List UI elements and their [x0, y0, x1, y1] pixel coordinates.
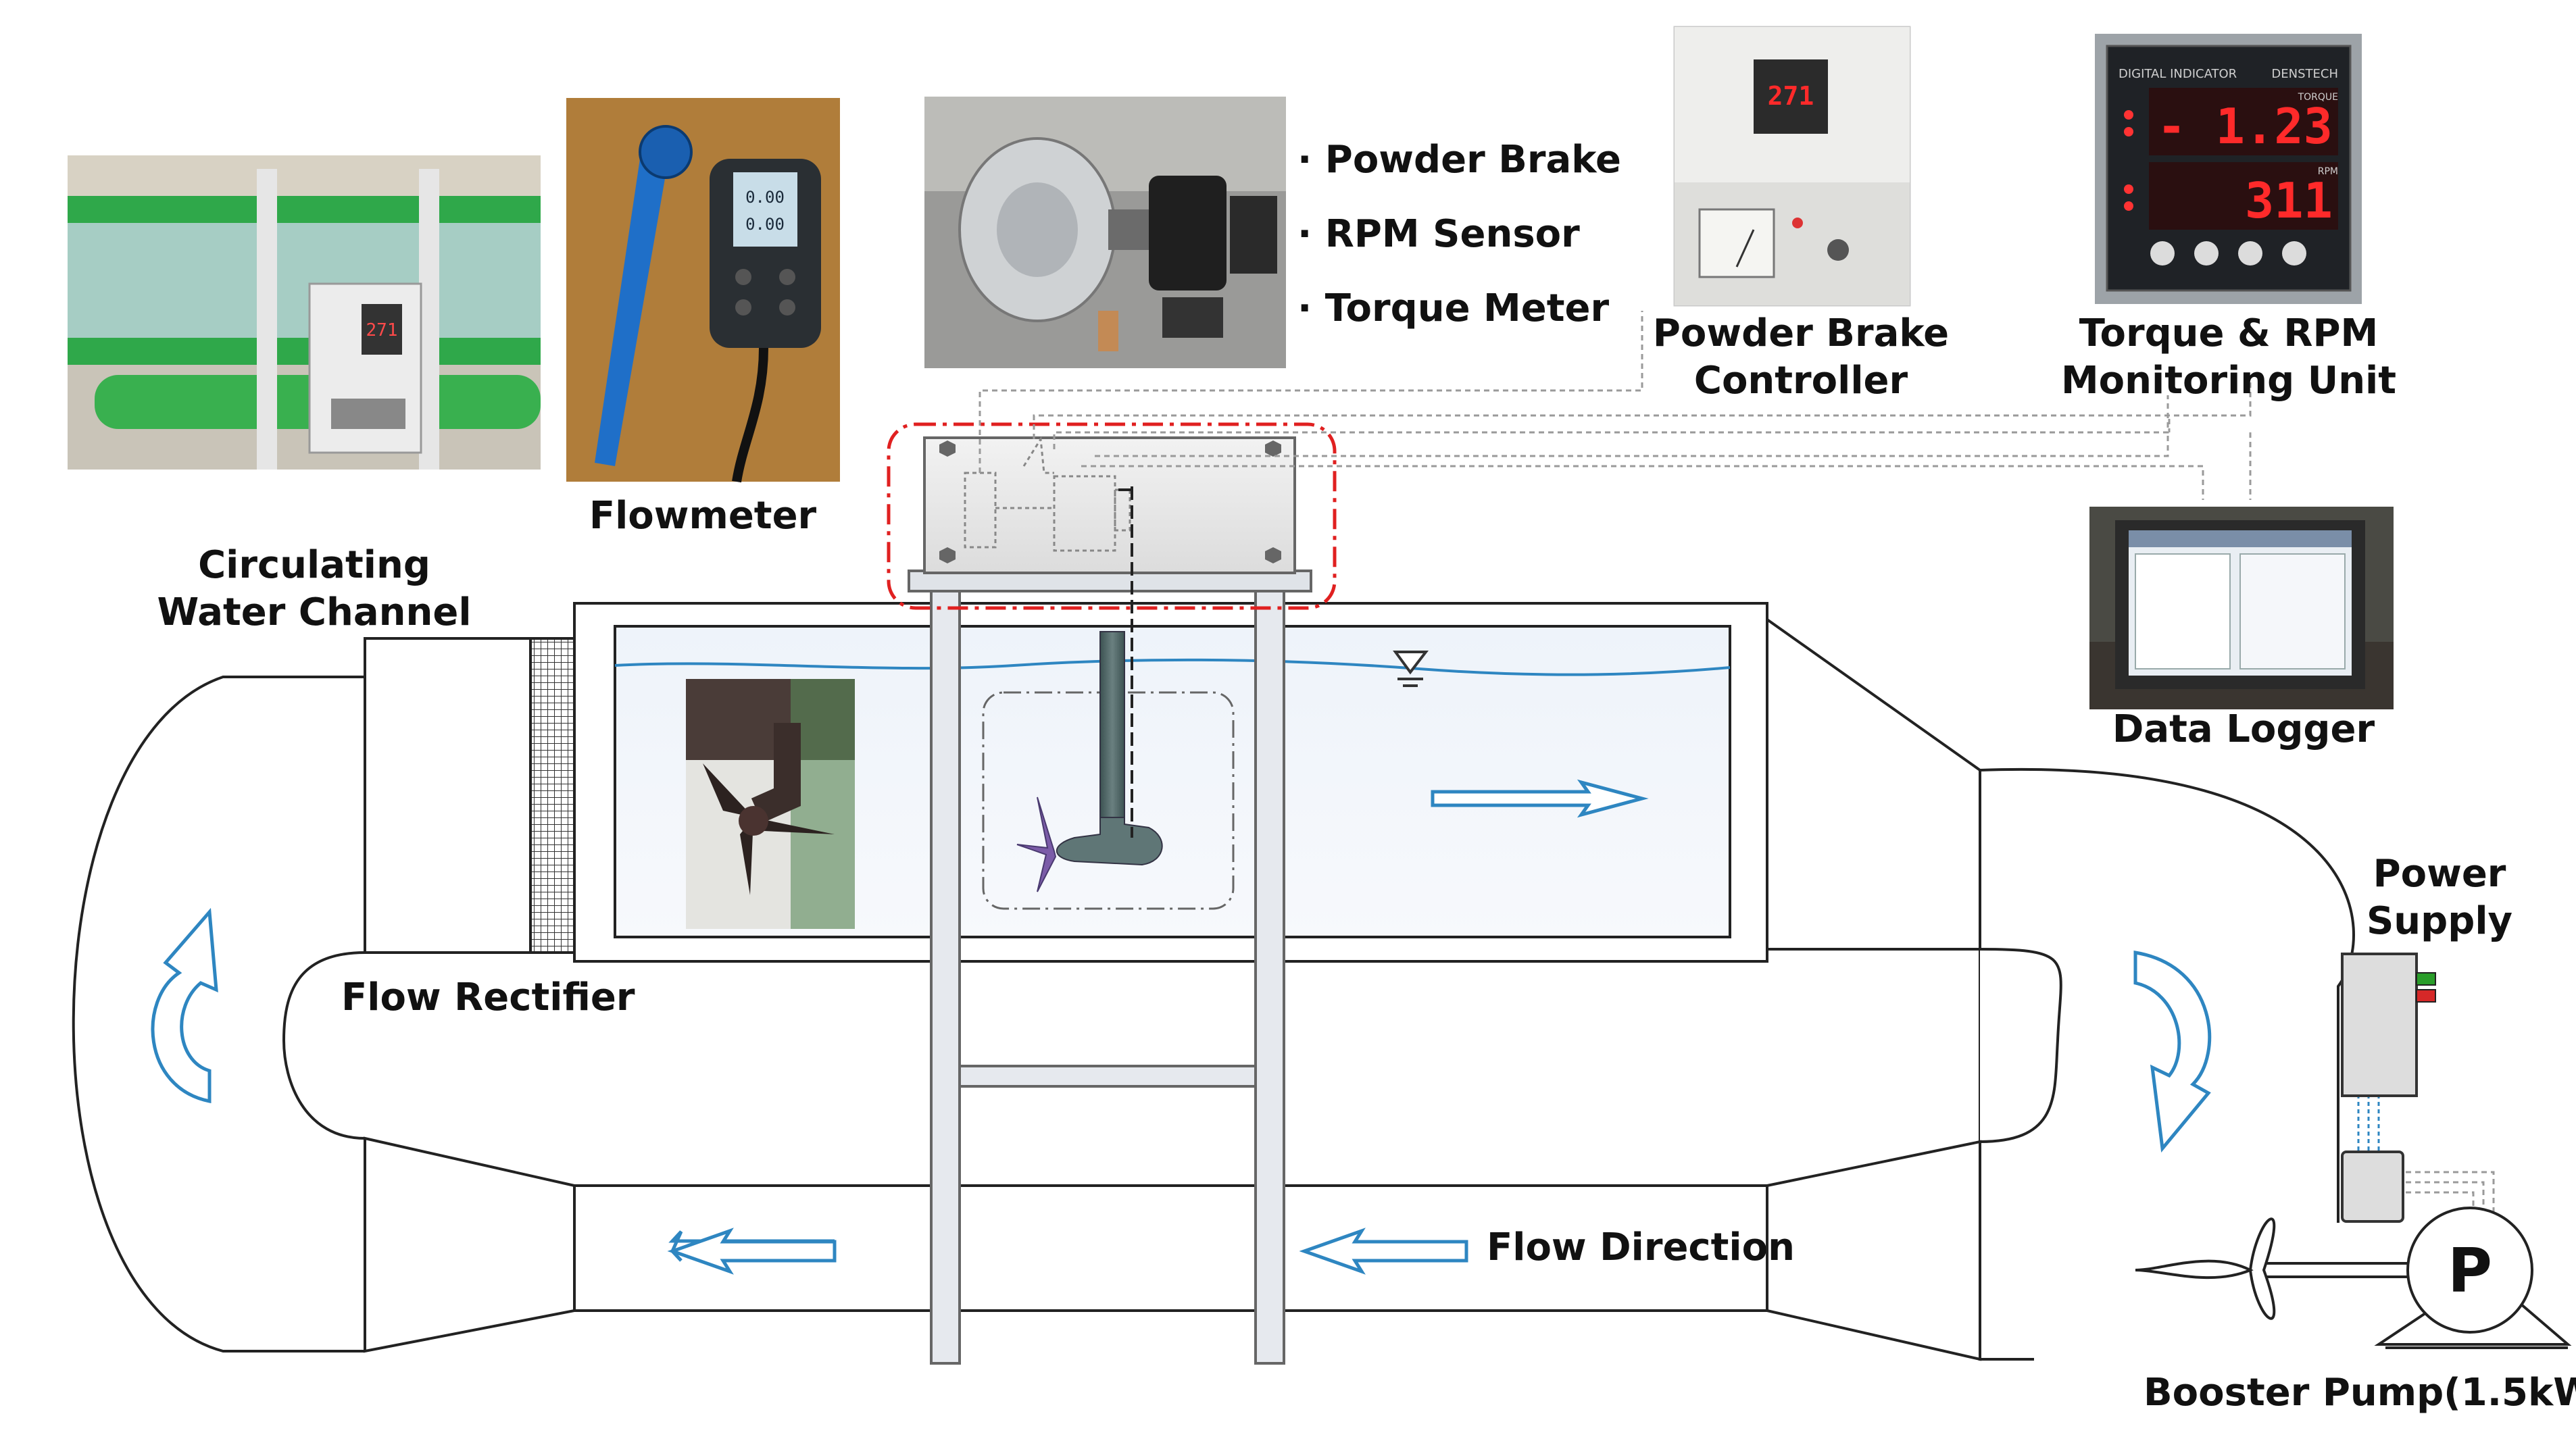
turbine-photo — [686, 679, 855, 929]
powder-brake-assembly-photo — [924, 97, 1286, 368]
brake-sensor-schematic — [964, 436, 1131, 552]
indicator-brand-label: DENSTECH — [2271, 67, 2338, 81]
power-supply-label-line1: Power — [2373, 852, 2506, 896]
controller-digital-readout: 271 — [1768, 81, 1814, 111]
pump-controller-box — [2341, 1151, 2404, 1223]
data-logger-label: Data Logger — [2112, 707, 2375, 751]
instrument-highlight-box — [887, 422, 1337, 610]
torque-rpm-monitoring-unit-photo: DIGITAL INDICATOR DENSTECH TORQUE - 1.23… — [2095, 34, 2362, 304]
indicator-header-label: DIGITAL INDICATOR — [2119, 67, 2237, 81]
flowmeter-label: Flowmeter — [589, 494, 817, 538]
flow-rectifier-label: Flow Rectifier — [341, 976, 635, 1019]
powder-brake-item: · Powder Brake — [1297, 138, 1621, 182]
torque-readout: - 1.23 — [2157, 98, 2333, 155]
controller-photo-display: 271 — [366, 320, 398, 340]
flow-direction-label: Flow Direction — [1487, 1225, 1795, 1269]
panel-bolts — [939, 440, 1281, 563]
test-rig-frame — [908, 436, 1312, 1365]
pump-symbol-label: P — [2448, 1236, 2492, 1307]
data-logger-photo — [2089, 507, 2394, 709]
indicator-rpm-tag: RPM — [2318, 166, 2338, 177]
powder-brake-controller-label-line2: Controller — [1694, 359, 1908, 403]
torque-meter-item: · Torque Meter — [1297, 286, 1610, 330]
water-level-triangle-icon — [1393, 651, 1429, 687]
booster-pump: P — [2135, 1207, 2572, 1349]
signal-lines — [979, 311, 2495, 1246]
water-surface-line — [614, 658, 1731, 676]
curved-circulation-arrow-icon — [151, 907, 2212, 1153]
turbine-model — [982, 486, 1235, 910]
indicator-torque-tag: TORQUE — [2298, 92, 2338, 103]
circulating-label-line1: Circulating — [198, 543, 430, 587]
power-supply-box — [2341, 953, 2436, 1097]
flowmeter-photo: 0.00 0.00 — [566, 98, 840, 483]
rpm-sensor-item: · RPM Sensor — [1297, 212, 1580, 256]
circulating-water-channel-photo: 271 — [68, 155, 541, 470]
diagram-labels: Circulating Water Channel Flowmeter · Po… — [157, 138, 2576, 1415]
flowmeter-screen-line-1: 0.00 — [745, 188, 785, 207]
flow-direction-arrow-icon — [667, 779, 1649, 1275]
torque-rpm-unit-label-line2: Monitoring Unit — [2061, 359, 2396, 403]
circulating-label-line2: Water Channel — [157, 590, 471, 634]
torque-rpm-unit-label-line1: Torque & RPM — [2079, 311, 2379, 355]
booster-pump-label: Booster Pump(1.5kW) — [2144, 1371, 2576, 1415]
powder-brake-controller-label-line1: Powder Brake — [1653, 311, 1949, 355]
powder-brake-controller-photo: 271 — [1673, 26, 1911, 307]
flowmeter-screen-line-2: 0.00 — [745, 215, 785, 234]
power-supply-label-line2: Supply — [2367, 899, 2512, 943]
rpm-readout: 311 — [2245, 172, 2333, 229]
